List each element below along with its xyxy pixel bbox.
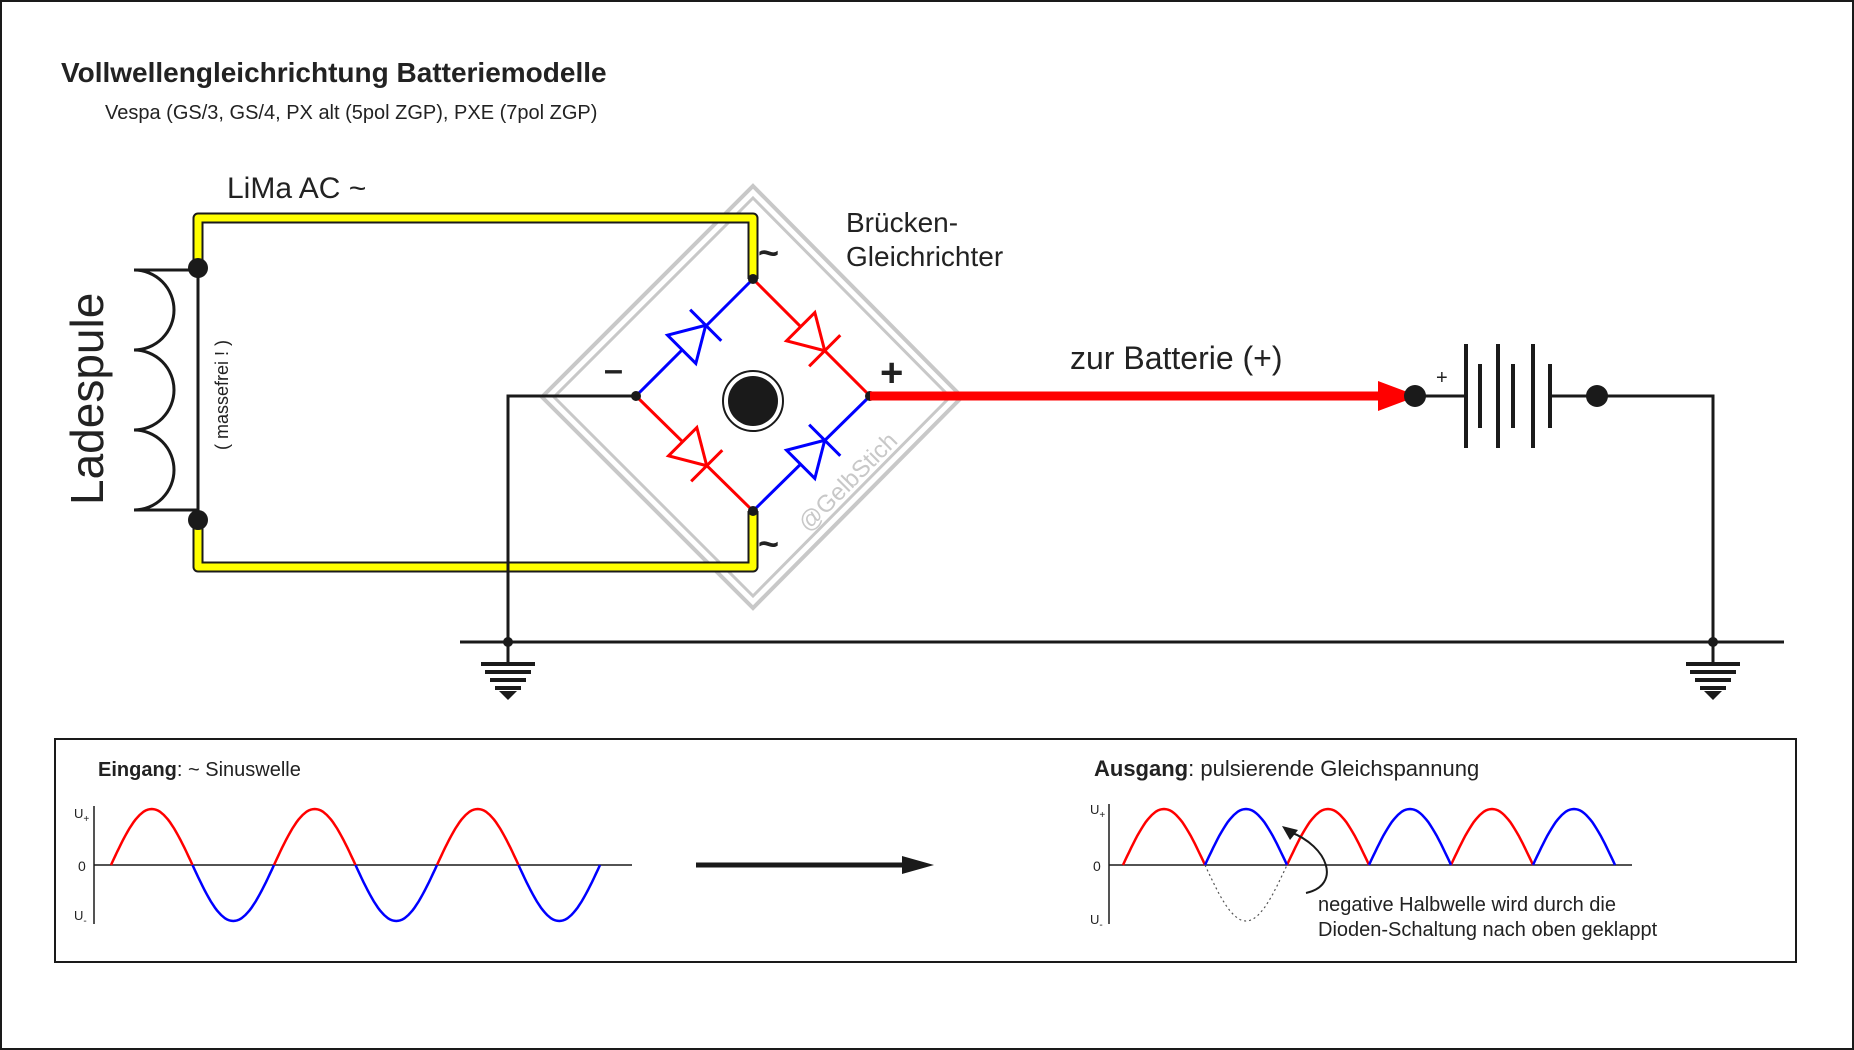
output-original-negative-halfwave	[1204, 864, 1288, 922]
bruecken-label-line1: Brücken-	[846, 207, 958, 238]
minus-to-ground-wire	[506, 394, 636, 642]
flip-arrow	[1289, 831, 1328, 894]
coil-terminal-bottom	[188, 510, 208, 530]
coil-terminal-top	[188, 258, 208, 278]
diode-top-right	[783, 309, 842, 368]
diode-top-left	[664, 308, 723, 367]
input-positive-halfwaves	[109, 807, 520, 866]
output-u-minus: U-	[1090, 912, 1103, 931]
input-zero: 0	[78, 858, 86, 874]
battery-to-ground-wire	[1597, 394, 1715, 642]
ground-symbol-right	[1686, 642, 1740, 700]
node-ac-top	[748, 274, 758, 284]
output-zero: 0	[1093, 858, 1101, 874]
plus-label: +	[880, 351, 903, 395]
diode-bottom-left	[665, 424, 724, 483]
diagram-title: Vollwellengleichrichtung Batteriemodelle	[61, 57, 607, 88]
ac-symbol-bottom: ~	[758, 523, 779, 564]
conversion-arrow-head	[902, 856, 934, 874]
coil-winding	[133, 268, 176, 512]
lima-ac-label: LiMa AC ~	[227, 172, 366, 205]
zur-batterie-label: zur Batterie (+)	[1070, 340, 1283, 376]
output-waveform-title: Ausgang: pulsierende Gleichspannung	[1094, 756, 1479, 781]
ac-symbol-top: ~	[758, 232, 779, 273]
positive-arrow-head	[1378, 381, 1418, 411]
output-u-plus: U+	[1090, 802, 1105, 821]
node-ac-bottom	[748, 506, 758, 516]
output-blue-halfwaves	[1203, 807, 1617, 866]
massefrei-label: ( massefrei ! )	[212, 340, 232, 450]
input-u-minus: U-	[74, 908, 87, 927]
note-line2: Dioden-Schaltung nach oben geklappt	[1318, 919, 1658, 941]
mounting-hole	[728, 376, 778, 426]
diode-bottom-right	[783, 423, 842, 482]
flip-arrow-head	[1282, 826, 1298, 840]
ac-wire-top	[194, 214, 757, 279]
battery-plus-label: +	[1436, 367, 1448, 389]
note-line1: negative Halbwelle wird durch die	[1318, 894, 1616, 916]
input-u-plus: U+	[74, 806, 89, 825]
ground-symbol-left	[481, 642, 535, 700]
ac-wire-bottom	[194, 511, 757, 571]
input-waveform-title: Eingang: ~ Sinuswelle	[98, 759, 301, 781]
minus-label: –	[604, 351, 623, 389]
diagram-subtitle: Vespa (GS/3, GS/4, PX alt (5pol ZGP), PX…	[105, 102, 597, 124]
ladespule-label: Ladespule	[61, 293, 113, 505]
bruecken-label-line2: Gleichrichter	[846, 241, 1003, 272]
input-negative-halfwaves	[191, 864, 602, 923]
waveform-panel	[54, 738, 1797, 963]
